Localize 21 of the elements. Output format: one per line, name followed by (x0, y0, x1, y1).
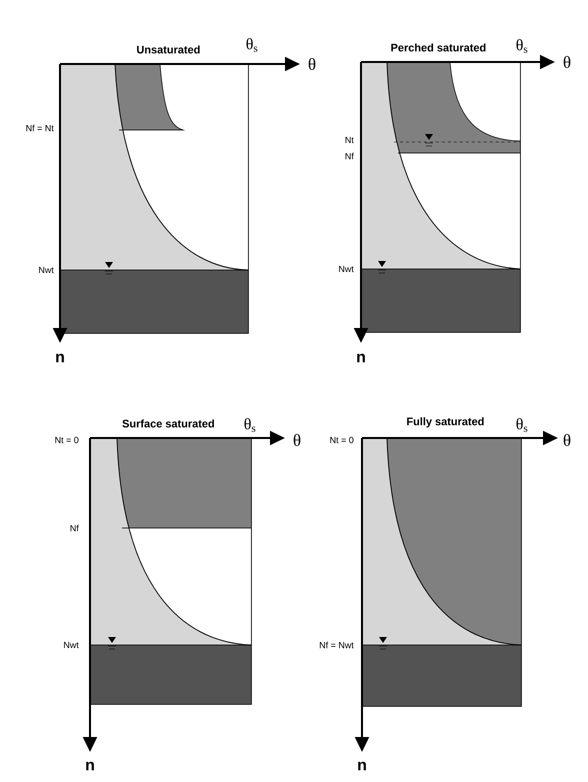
depth-label: Nwt (64, 642, 79, 648)
axis-label: θ (294, 434, 300, 446)
node-label: Unsaturated (137, 45, 200, 54)
axis-label: θ (564, 56, 570, 68)
depth-label: Nt = 0 (330, 436, 354, 444)
axis-label: n (86, 762, 94, 770)
depth-label: Nt = 0 (55, 436, 78, 444)
node-label: Fully saturated (407, 417, 484, 428)
axis-label: θ (564, 434, 570, 446)
node-label: Surface saturated (122, 419, 214, 428)
node-label: Perched saturated (391, 43, 486, 52)
axis-label: n (56, 354, 64, 362)
axis-label: θ$_{s}$ (244, 418, 256, 432)
axis-label: θ$_{s}$ (246, 38, 258, 52)
depth-label: Nf = Nwt (320, 642, 354, 648)
axis-label: θ$_{s}$ (516, 418, 528, 432)
axis-label: θ$_{s}$ (516, 39, 528, 53)
axis-label: n (357, 354, 365, 362)
depth-label: Nf (70, 524, 79, 532)
axis-label: n (358, 762, 366, 770)
axis-label: θ (308, 58, 316, 70)
